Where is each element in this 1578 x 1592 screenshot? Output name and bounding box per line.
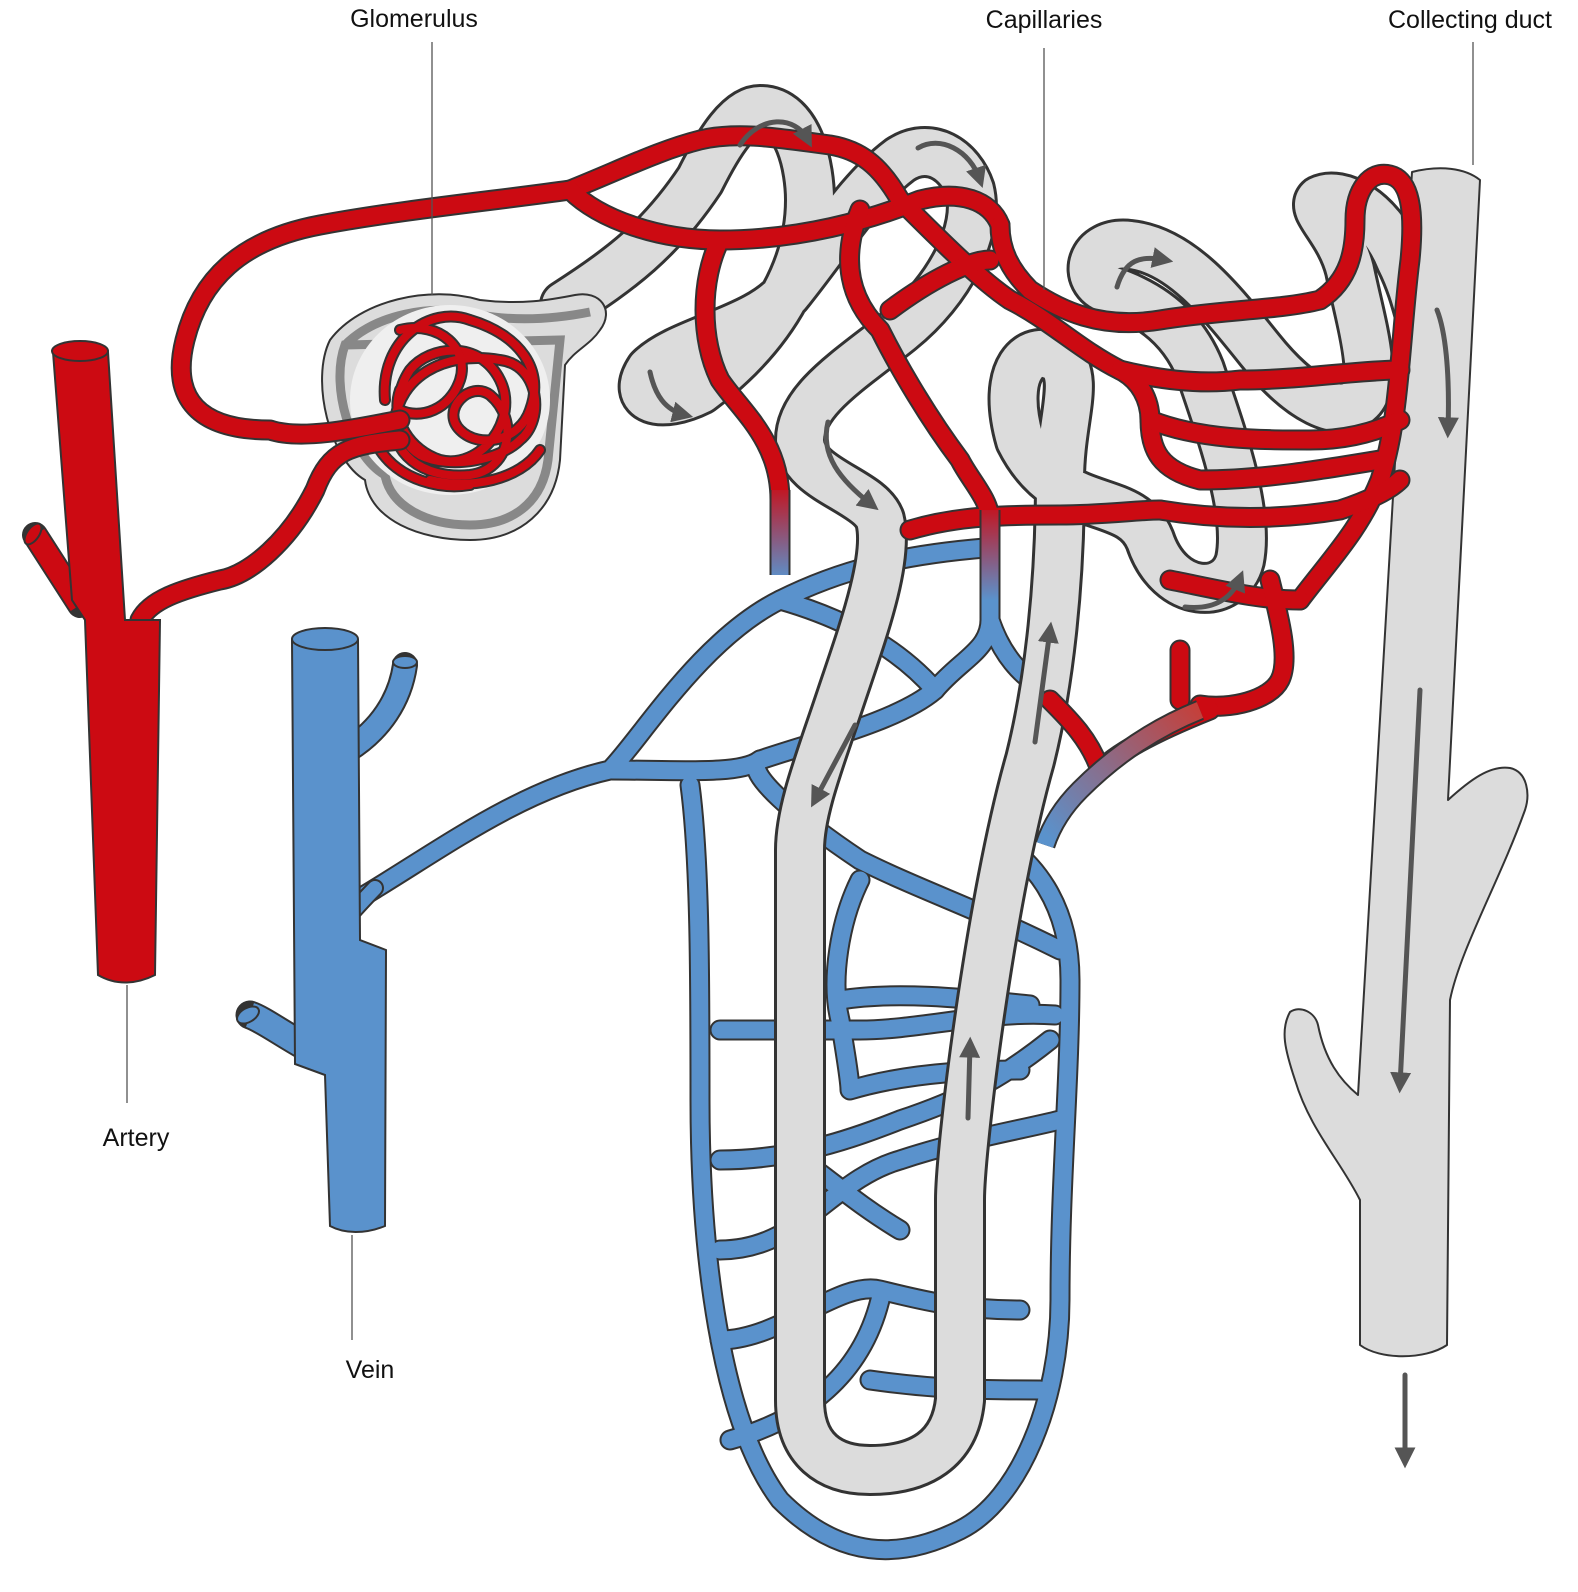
label-vein: Vein xyxy=(346,1356,395,1384)
label-collecting-duct: Collecting duct xyxy=(1388,6,1552,34)
arterial-capillary-network xyxy=(129,125,1423,849)
capillary-transition-segments xyxy=(769,490,1204,849)
artery xyxy=(22,340,162,984)
labels: Glomerulus Capillaries Collecting duct A… xyxy=(103,5,1552,1384)
collecting-duct xyxy=(1283,167,1529,1358)
renal-tubule xyxy=(539,84,1456,1496)
flow-arrows xyxy=(647,119,1459,1469)
label-glomerulus: Glomerulus xyxy=(350,5,478,33)
venous-capillary-network xyxy=(354,537,1081,1561)
leader-lines xyxy=(126,42,1474,1340)
glomerulus-capillary-tuft xyxy=(376,312,544,491)
vein xyxy=(235,627,418,1233)
label-capillaries: Capillaries xyxy=(986,6,1103,34)
label-artery: Artery xyxy=(103,1124,170,1152)
